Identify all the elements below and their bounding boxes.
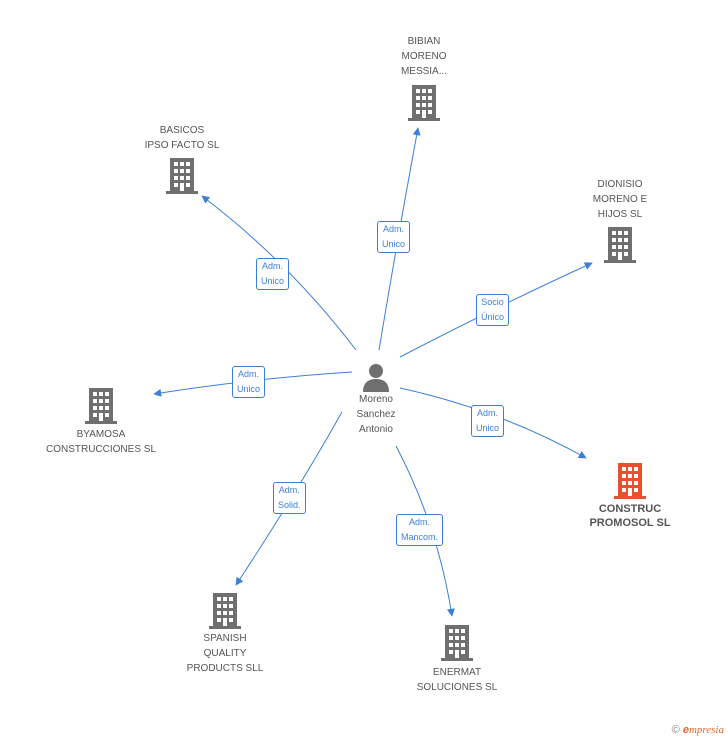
company-label-line: MESSIA... [400,66,448,77]
relation-label-line: Unico [261,276,285,286]
relation-label-dionisio[interactable]: Socio Único [476,294,510,326]
company-label-line: SOLUCIONES SL [416,682,498,693]
company-node-construc[interactable]: CONSTRUC PROMOSOL SL [578,463,682,530]
copyright-icon: © [671,724,680,736]
company-label-line: DIONISIO [597,179,643,190]
relation-label-line: Adm. [383,224,405,234]
footer-brand: © empresia [672,724,724,736]
relation-label-line: Adm. [238,369,260,379]
company-label-line: SPANISH [203,633,247,644]
relation-label-bibian[interactable]: Adm. Unico [377,221,411,253]
person-icon [363,364,389,392]
company-label-line: CONSTRUC [598,503,662,515]
relation-label-line: Socio [481,297,504,307]
center-person[interactable]: Moreno Sanchez Antonio [338,362,414,437]
company-node-spanish[interactable]: SPANISH QUALITY PRODUCTS SLL [173,593,277,676]
relation-label-byamosa[interactable]: Adm. Unico [232,366,266,398]
relation-label-line: Solid. [278,500,301,510]
relation-label-line: Adm. [477,408,499,418]
relation-label-line: Adm. [278,485,300,495]
company-label-line: PROMOSOL SL [589,517,671,529]
relation-label-construc[interactable]: Adm. Unico [471,405,505,437]
company-label-line: BASICOS [159,125,205,136]
company-label-line: ENERMAT [432,667,482,678]
company-label-line: BIBIAN [407,36,441,47]
relation-label-line: Unico [237,384,261,394]
building-icon [604,227,636,263]
person-name-line: Sanchez [356,409,396,420]
company-label-line: CONSTRUCCIONES SL [45,444,156,455]
company-node-bibian[interactable]: BIBIAN MORENO MESSIA... [374,34,474,121]
company-node-basicos[interactable]: BASICOS IPSO FACTO SL [122,123,242,194]
relation-label-line: Unico [476,423,500,433]
company-node-byamosa[interactable]: BYAMOSA CONSTRUCCIONES SL [36,388,166,457]
relation-label-line: Adm. [262,261,284,271]
relation-label-line: Unico [382,239,406,249]
company-label-line: HIJOS SL [597,209,643,220]
building-icon [166,158,198,194]
brand-initial: e [682,724,689,736]
brand-name: mpresia [688,724,724,736]
company-label-line: QUALITY [203,648,247,659]
company-label-line: PRODUCTS SLL [186,663,264,674]
company-label-line: IPSO FACTO SL [144,140,220,151]
person-name-line: Antonio [359,424,393,435]
relation-label-basicos[interactable]: Adm. Unico [256,258,290,290]
relation-label-spanish[interactable]: Adm. Solid. [273,482,306,514]
company-node-enermat[interactable]: ENERMAT SOLUCIONES SL [402,625,512,695]
building-icon [85,388,117,424]
company-label-line: MORENO E [592,194,648,205]
relation-label-line: Mancom. [401,532,439,542]
company-label-line: MORENO [401,51,447,62]
relation-label-enermat[interactable]: Adm. Mancom. [396,514,444,546]
building-icon [408,85,440,121]
company-label-line: BYAMOSA [76,429,126,440]
person-name-line: Moreno [359,394,393,405]
building-icon [614,463,646,499]
relation-label-line: Adm. [409,517,431,527]
relation-label-line: Único [481,312,505,322]
building-icon [209,593,241,629]
building-icon [441,625,473,661]
company-node-dionisio[interactable]: DIONISIO MORENO E HIJOS SL [570,177,670,263]
